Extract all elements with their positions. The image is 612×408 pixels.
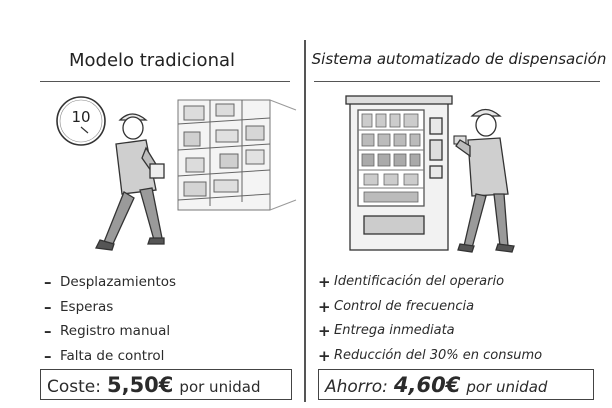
panel-divider — [304, 40, 306, 402]
savings-value: 4,60€ — [393, 373, 461, 397]
list-item: +Identificación del operario — [318, 270, 542, 295]
clock-icon: 10 — [56, 96, 106, 146]
automated-system-panel: Sistema automatizado de dispensación — [306, 0, 612, 408]
traditional-cost-box: Coste: 5,50€ por unidad — [40, 369, 292, 400]
traditional-model-panel: Modelo tradicional 10 — [0, 0, 304, 408]
worker-illustration — [455, 108, 515, 253]
shelving-illustration — [177, 99, 297, 211]
plus-icon: + — [318, 297, 331, 316]
cost-label: Coste: — [47, 377, 101, 397]
automated-benefits-list: +Identificación del operario +Control de… — [318, 270, 542, 368]
minus-icon: – — [44, 346, 52, 365]
savings-unit: por unidad — [466, 378, 548, 396]
minus-icon: – — [44, 273, 52, 292]
list-item: –Registro manual — [44, 319, 176, 344]
list-item: +Entrega inmediata — [318, 319, 542, 344]
plus-icon: + — [318, 322, 331, 341]
list-item: +Reducción del 30% en consumo — [318, 344, 542, 369]
minus-icon: – — [44, 297, 52, 316]
automated-system-title: Sistema automatizado de dispensación — [311, 50, 607, 68]
title-underline — [40, 81, 290, 83]
cost-unit: por unidad — [179, 378, 261, 396]
cost-value: 5,50€ — [106, 373, 174, 397]
traditional-illustration: 10 — [56, 96, 297, 251]
list-item: –Falta de control — [44, 344, 176, 369]
list-item: +Control de frecuencia — [318, 295, 542, 320]
automated-savings-box: Ahorro: 4,60€ por unidad — [318, 369, 594, 400]
automated-illustration — [345, 95, 515, 253]
plus-icon: + — [318, 346, 331, 365]
traditional-model-title: Modelo tradicional — [68, 50, 236, 71]
plus-icon: + — [318, 273, 331, 292]
list-item: –Desplazamientos — [44, 270, 176, 295]
clock-value: 10 — [71, 108, 90, 126]
vending-machine-illustration — [345, 95, 453, 251]
minus-icon: – — [44, 322, 52, 341]
worker-illustration — [95, 113, 165, 251]
savings-label: Ahorro: — [325, 377, 388, 397]
title-underline — [314, 81, 600, 83]
traditional-drawbacks-list: –Desplazamientos –Esperas –Registro manu… — [44, 270, 176, 368]
list-item: –Esperas — [44, 295, 176, 320]
